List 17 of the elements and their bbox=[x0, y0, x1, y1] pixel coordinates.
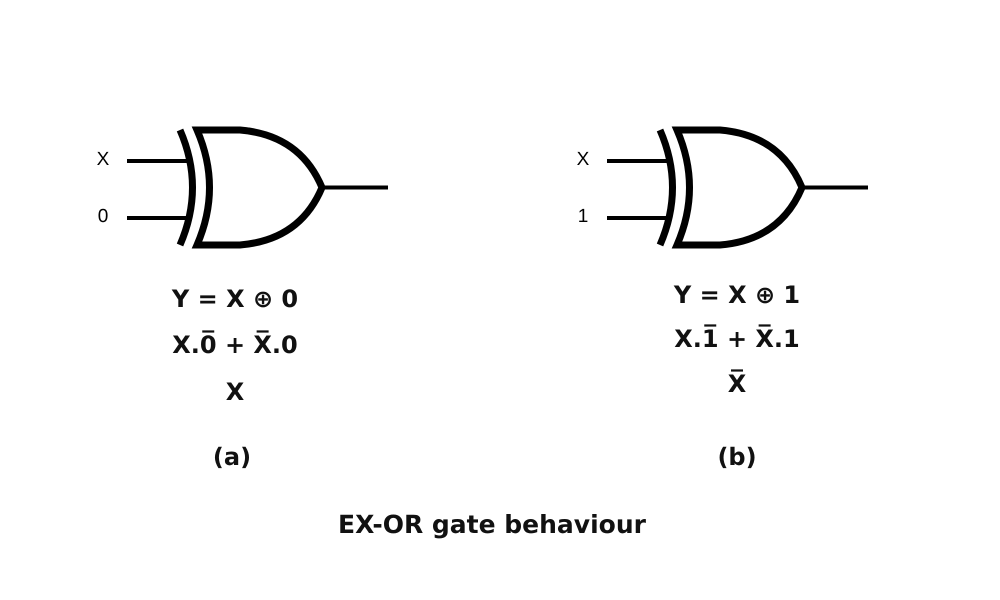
panel-label: (a) bbox=[212, 442, 252, 472]
equation: X bbox=[226, 377, 244, 407]
panel-label: (b) bbox=[717, 442, 757, 472]
equation: Y = X ⊕ 1 bbox=[674, 280, 800, 310]
equation: X.0̅ + X̅.0 bbox=[172, 330, 298, 360]
equation: X̅ bbox=[728, 369, 746, 399]
wire bbox=[607, 216, 669, 220]
equation: X.1̅ + X̅.1 bbox=[674, 324, 800, 354]
wire bbox=[802, 186, 868, 190]
input-label: X bbox=[93, 149, 113, 171]
equation: Y = X ⊕ 0 bbox=[172, 284, 298, 314]
input-label: X bbox=[573, 149, 593, 171]
input-label: 1 bbox=[573, 206, 593, 228]
wire bbox=[322, 186, 388, 190]
wire bbox=[127, 216, 189, 220]
caption: EX-OR gate behaviour bbox=[338, 510, 646, 539]
input-label: 0 bbox=[93, 206, 113, 228]
